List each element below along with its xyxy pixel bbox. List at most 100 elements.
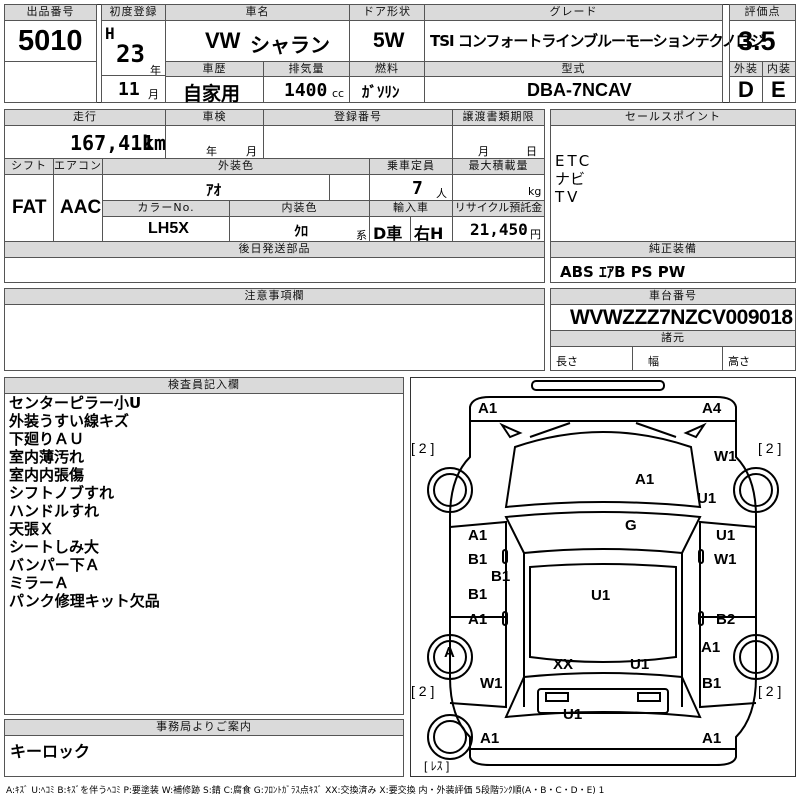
later-parts-label: 後日発送部品 (4, 241, 545, 258)
damage-label: U1 (630, 656, 650, 673)
fuel: ｶﾞｿﾘﾝ (362, 83, 400, 101)
shift: FAT (12, 197, 47, 218)
ext-color: ｱｵ (206, 181, 222, 199)
damage-label: A (444, 644, 455, 661)
damage-label: A1 (635, 471, 655, 488)
damage-label: B1 (702, 675, 722, 692)
damage-label: [ 2 ] (758, 683, 782, 699)
transfer-doc-label: 譲渡書類期限 (452, 109, 545, 126)
int-color-label: 内装色 (229, 200, 370, 217)
capacity: 7 (412, 178, 423, 199)
score: 3.5 (738, 26, 776, 56)
car-diagram-frame (410, 377, 796, 777)
damage-label: A1 (702, 730, 722, 747)
specs-label: 諸元 (550, 330, 796, 347)
first-reg-era: H (105, 24, 115, 43)
inspector-note: 天張Ｘ (9, 520, 55, 538)
recycle-fee: 21,450 (470, 220, 528, 239)
aircon-label: エアコン (53, 158, 103, 175)
chassis-number: WVWZZZ7NZCV009018 (570, 306, 793, 329)
office-note: キーロック (10, 742, 91, 761)
notice-cell (4, 304, 545, 371)
inspector-note: センターピラー小U (9, 394, 142, 412)
recycle-label: リサイクル預託金 (452, 200, 545, 217)
registration-cell (263, 125, 453, 159)
capacity-unit: 人 (436, 187, 447, 200)
equipment-cell (550, 257, 796, 283)
displacement: 1400 (284, 80, 328, 101)
car-model: シャラン (250, 33, 330, 57)
type-label: 型式 (424, 61, 723, 77)
inspection-month-unit: 月 (246, 145, 257, 158)
inspector-note: バンパー下Ａ (9, 556, 100, 574)
equipment-label: 純正装備 (550, 241, 796, 258)
first-reg-year: 23 (116, 40, 145, 68)
year-unit: 年 (150, 64, 161, 77)
lot-blank (4, 61, 97, 103)
spec-length: 長さ (556, 355, 578, 368)
exterior-label: 外装 (729, 61, 763, 77)
equipment: ABS ｴｱB PS PW (560, 263, 686, 281)
damage-label: W1 (714, 551, 737, 568)
damage-label: A1 (478, 400, 498, 417)
notice-label: 注意事項欄 (4, 288, 545, 305)
door-label: ドア形状 (349, 4, 425, 21)
lot-number: 5010 (18, 25, 83, 57)
spec-width-cell (632, 346, 723, 371)
damage-label: A1 (480, 730, 500, 747)
model-type: DBA-7NCAV (527, 80, 632, 100)
mileage-unit: km (142, 131, 167, 155)
int-color-unit: 系 (356, 229, 367, 242)
registration-label: 登録番号 (263, 109, 453, 126)
damage-label: [ ﾚｽ ] (424, 759, 450, 773)
damage-label: U1 (563, 706, 583, 723)
aircon: AAC (60, 197, 102, 218)
max-load-label: 最大積載量 (452, 158, 545, 175)
interior-grade: E (771, 77, 786, 102)
inspector-note: シートしみ大 (9, 538, 100, 556)
first-reg-label: 初度登録 (101, 4, 166, 21)
first-reg-month: 11 (118, 79, 140, 100)
office-cell (4, 735, 404, 777)
import-origin: D車 (373, 224, 403, 243)
inspector-note: 室内内張傷 (9, 466, 85, 484)
sales-points-label: セールスポイント (550, 109, 796, 126)
transfer-day-unit: 日 (526, 145, 537, 158)
inspector-note: パンク修理キット欠品 (9, 592, 160, 610)
inspector-note: 下廻りＡＵ (9, 430, 85, 448)
spec-height: 高さ (728, 355, 750, 368)
damage-label: XX (553, 656, 574, 673)
interior-cell (762, 76, 796, 103)
max-load-unit: kg (528, 185, 542, 198)
car-name-label: 車名 (165, 4, 350, 21)
int-color: ｸﾛ (294, 224, 308, 240)
damage-label: W1 (480, 675, 503, 692)
damage-label: U1 (716, 527, 736, 544)
sales-point-item: TV (555, 188, 581, 206)
damage-label: A1 (468, 611, 488, 628)
inspector-cell (4, 393, 404, 715)
spec-width: 幅 (648, 355, 659, 368)
ext-color-label: 外装色 (102, 158, 370, 175)
damage-label: [ 2 ] (411, 440, 435, 456)
car-diagram (427, 380, 779, 766)
mileage: 167,411 (70, 131, 155, 155)
door-shape: 5W (373, 29, 405, 52)
damage-label: [ 2 ] (411, 683, 435, 699)
exterior-grade: D (738, 77, 754, 102)
interior-label: 内装 (762, 61, 796, 77)
inspector-note: シフトノブすれ (9, 484, 115, 502)
displacement-unit: cc (332, 87, 345, 100)
damage-label: G (625, 517, 637, 534)
inspector-note: 外装うすい線キズ (9, 412, 130, 430)
transfer-month-unit: 月 (478, 145, 489, 158)
car-make: VW (205, 28, 241, 53)
grade-label: グレード (424, 4, 723, 21)
inspector-label: 検査員記入欄 (4, 377, 404, 394)
office-label: 事務局よりご案内 (4, 719, 404, 736)
damage-label: B1 (491, 568, 511, 585)
damage-label: U1 (591, 587, 611, 604)
inspector-note: ハンドルすれ (9, 502, 100, 520)
month-unit: 月 (148, 88, 159, 101)
